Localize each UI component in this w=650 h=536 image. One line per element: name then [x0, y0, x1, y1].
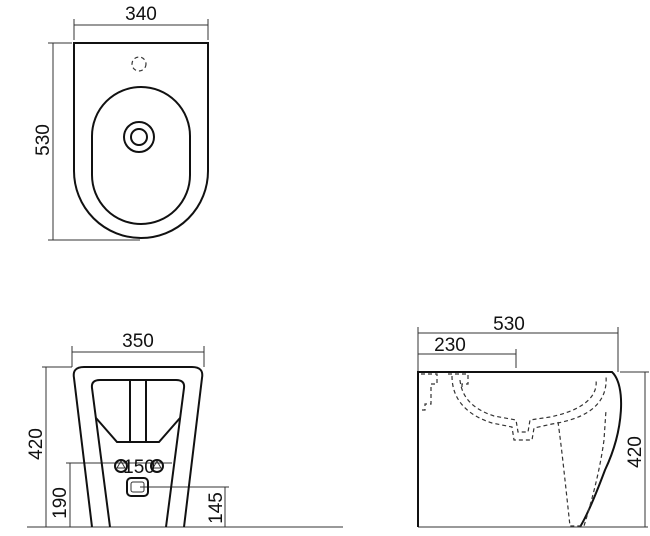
side-pedestal-hidden [557, 409, 607, 527]
side-depth-label: 530 [493, 314, 525, 335]
front-width-label: 350 [122, 331, 154, 352]
top-bowl-outline [91, 86, 191, 225]
side-bowl-hidden-outer [451, 375, 607, 441]
front-view: 350 420 190 145 150 [26, 331, 343, 528]
top-tap-hole [131, 56, 147, 72]
front-inner-outline [90, 379, 186, 528]
side-height-label: 420 [625, 436, 646, 468]
side-rear-fixing-2 [448, 373, 469, 390]
side-outer-outline [417, 371, 623, 528]
side-bowl-hidden-inner [459, 379, 597, 433]
side-view: 530 230 420 [417, 314, 649, 528]
front-inlet-right-mark [152, 459, 162, 469]
front-inlet-left-mark [116, 459, 126, 469]
side-rear-fixing [421, 373, 438, 411]
front-inlet-height-label: 190 [50, 487, 71, 519]
top-depth-label: 530 [33, 124, 54, 156]
front-bowl-contour [95, 417, 181, 443]
front-outlet [126, 477, 149, 497]
top-view: 340 530 [33, 4, 209, 241]
front-internal-channel [129, 379, 147, 443]
front-spacing-label: 150 [123, 457, 155, 478]
side-offset-label: 230 [434, 335, 466, 356]
top-width-label: 340 [125, 4, 157, 25]
top-drain-inner [130, 128, 148, 146]
front-outlet-inner [130, 481, 145, 493]
top-outer-outline [73, 42, 209, 239]
front-height-label: 420 [26, 428, 47, 460]
front-outlet-height-label: 145 [206, 492, 227, 524]
front-outer-outline [72, 366, 204, 528]
top-drain-outer [123, 121, 155, 153]
